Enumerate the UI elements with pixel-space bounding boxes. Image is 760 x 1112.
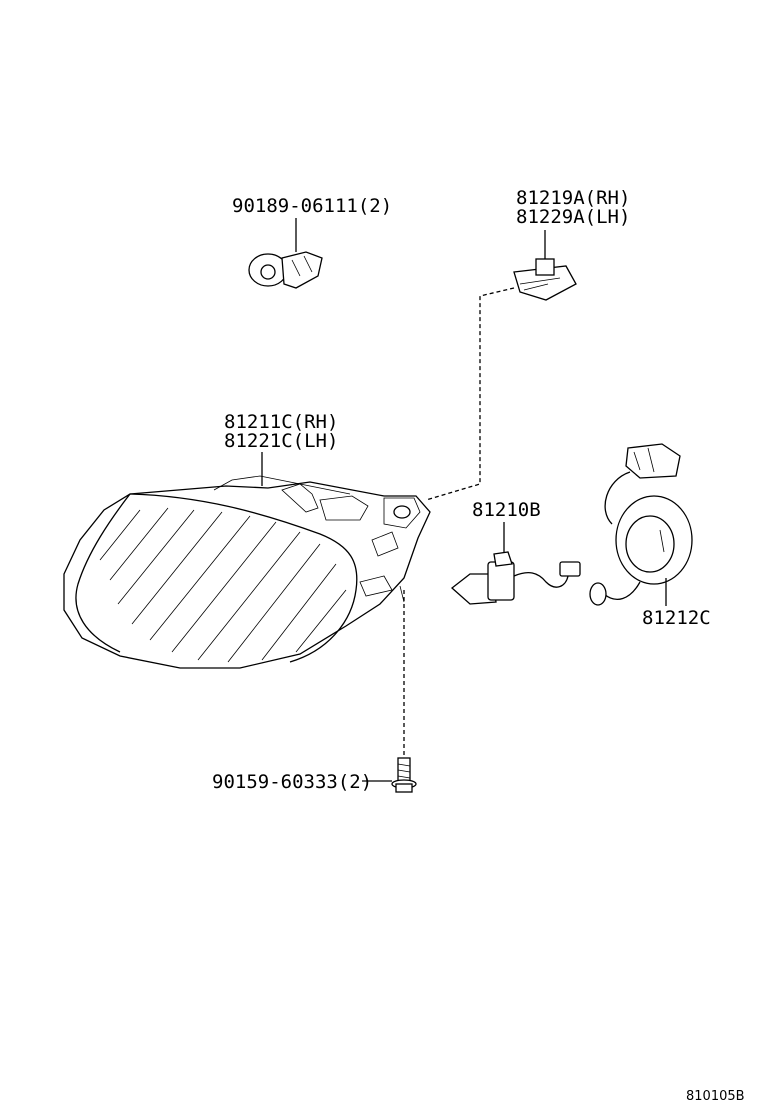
bracket-part bbox=[513, 230, 577, 301]
bracket-rh-part-number: 81219A(RH) bbox=[516, 187, 630, 209]
bulb-part-number: 81210B bbox=[472, 499, 541, 521]
clip-part bbox=[248, 218, 323, 289]
screw-part-number: 90159-60333(2) bbox=[212, 771, 372, 793]
clip-part-number: 90189-06111(2) bbox=[232, 195, 392, 217]
bulb-part bbox=[450, 522, 581, 605]
bracket-leader-line bbox=[425, 287, 515, 501]
headlamp-unit bbox=[63, 452, 431, 669]
headlamp-lh-part-number: 81221C(LH) bbox=[224, 430, 338, 452]
figure-code: 810105B bbox=[686, 1089, 745, 1104]
headlamp-rh-part-number: 81211C(RH) bbox=[224, 411, 338, 433]
bracket-lh-part-number: 81229A(LH) bbox=[516, 206, 630, 228]
socket-part-number: 81212C bbox=[642, 607, 711, 629]
socket-part bbox=[589, 443, 693, 606]
screw-part bbox=[362, 757, 417, 793]
